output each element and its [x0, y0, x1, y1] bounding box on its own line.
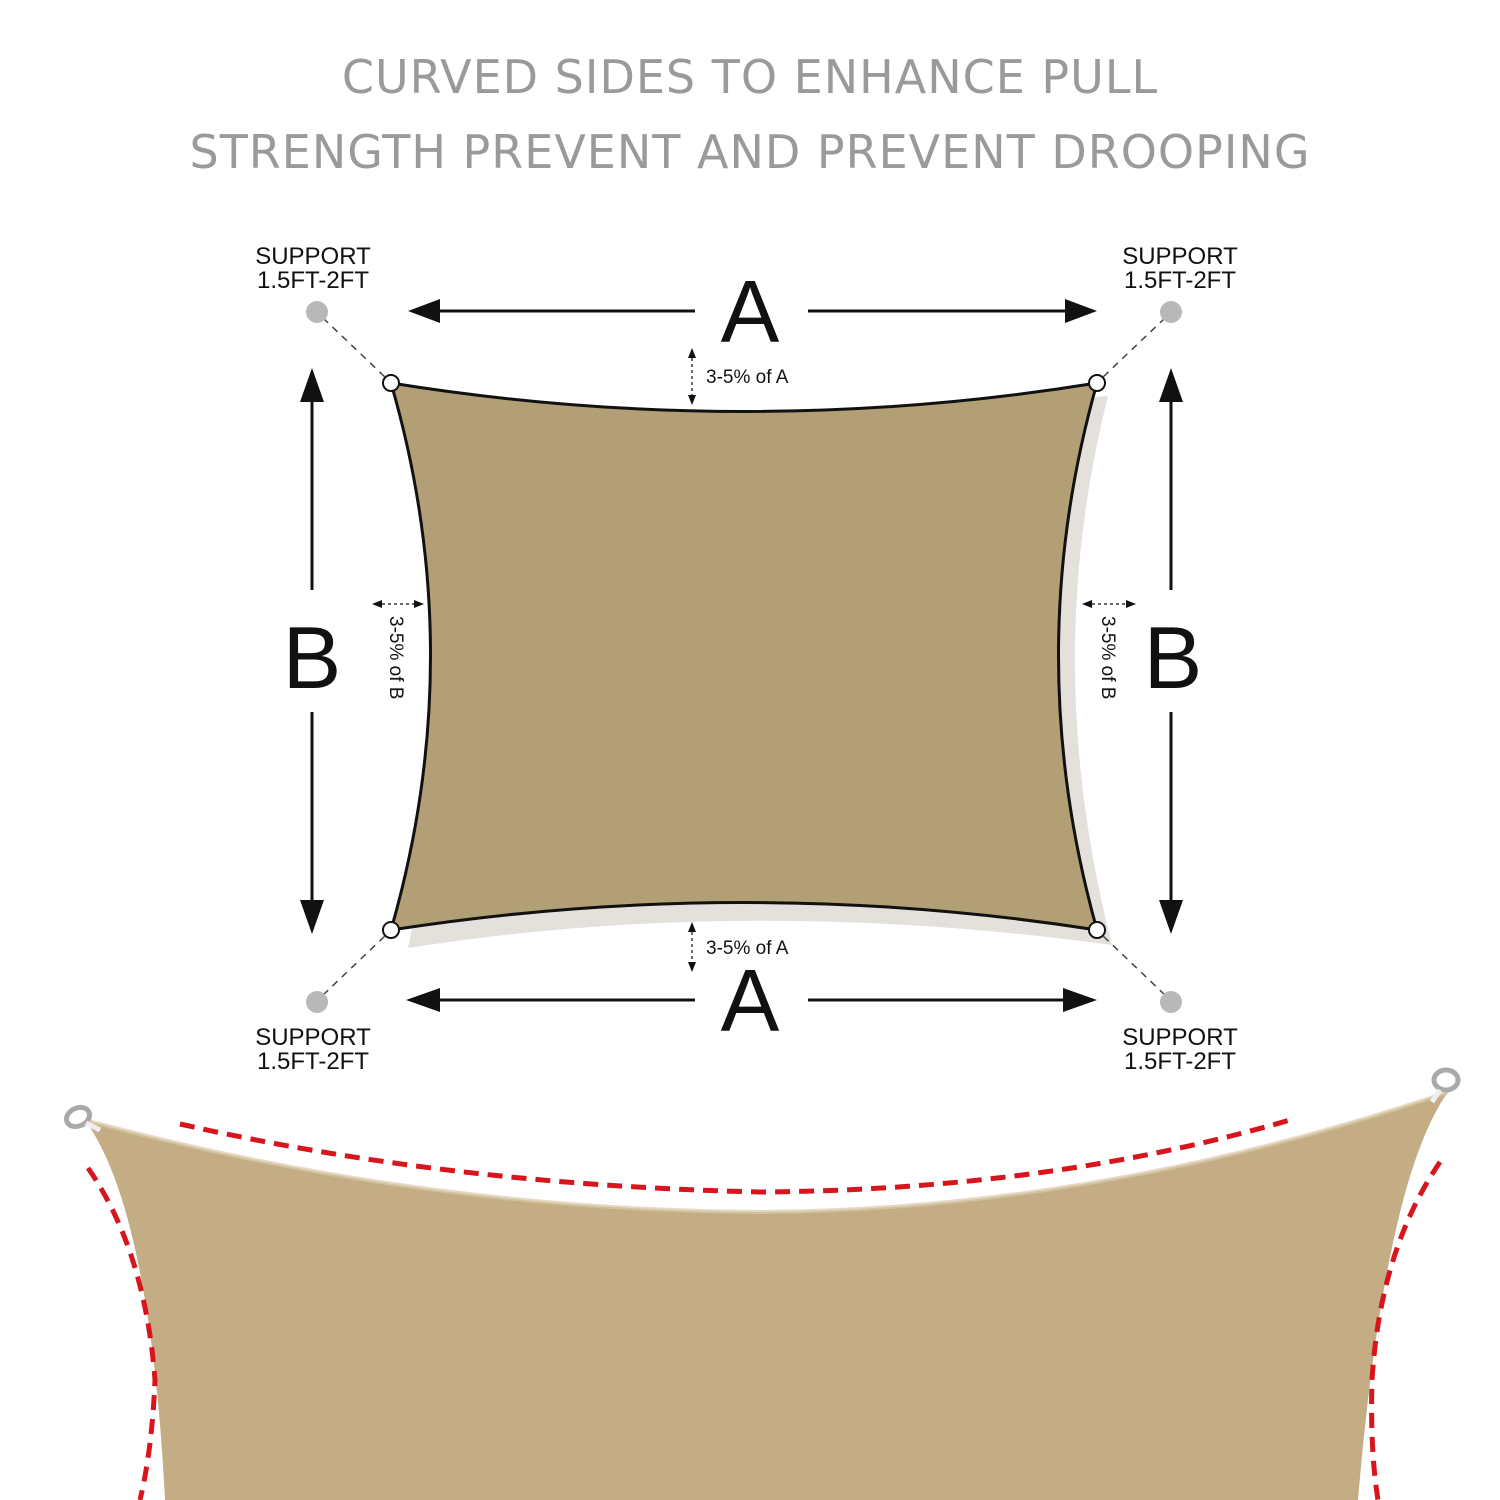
corner-ring-icon: [1088, 921, 1106, 939]
support-line-bottom-right: [1101, 934, 1166, 996]
arrow-icon: [406, 988, 440, 1012]
support-line-bottom-left: [322, 934, 387, 996]
sail-photo: [63, 1067, 1461, 1500]
sag-note-a-bottom: 3-5% of A: [706, 938, 789, 959]
support-dots: [306, 301, 1182, 1013]
support-label-top-right: SUPPORT: [1122, 243, 1238, 270]
support-lines: [322, 317, 1166, 996]
dimension-b-label-right: B: [1144, 608, 1203, 707]
support-point-icon: [306, 301, 328, 323]
arrow-icon: [1159, 368, 1183, 402]
support-line-top-left: [322, 317, 387, 379]
support-label-top-left: SUPPORT: [255, 243, 371, 270]
corner-ring-icon: [1429, 1067, 1461, 1104]
arrow-icon: [300, 900, 324, 934]
sag-note-b-left: 3-5% of B: [385, 616, 406, 699]
support-height-top-left: 1.5FT-2FT: [257, 267, 369, 294]
support-label-bottom-right: SUPPORT: [1122, 1024, 1238, 1051]
dimension-a-label-bottom: A: [721, 951, 780, 1050]
sag-note-b-right: 3-5% of B: [1097, 616, 1118, 699]
support-point-icon: [1160, 991, 1182, 1013]
arrow-icon: [1063, 988, 1097, 1012]
dimension-b-label-left: B: [283, 608, 342, 707]
dimension-a-label-top: A: [721, 262, 780, 361]
corner-ring-icon: [1088, 374, 1106, 392]
curve-marker-top: [179, 1117, 1291, 1195]
sail-corner-rings: [382, 374, 1106, 939]
curve-markers: [85, 1117, 1443, 1500]
support-point-icon: [306, 991, 328, 1013]
support-label-bottom-left: SUPPORT: [255, 1024, 371, 1051]
corner-ring-icon: [63, 1104, 102, 1133]
heading-line-1: CURVED SIDES TO ENHANCE PULL: [341, 50, 1159, 104]
photo-fabric: [85, 1092, 1448, 1500]
arrow-icon: [408, 299, 440, 323]
corner-ring-icon: [382, 921, 400, 939]
support-line-top-right: [1101, 317, 1166, 379]
curve-marker-right: [1369, 1160, 1443, 1500]
support-labels: SUPPORT 1.5FT-2FT SUPPORT 1.5FT-2FT SUPP…: [255, 243, 1238, 1075]
support-point-icon: [1160, 301, 1182, 323]
sag-note-a-top: 3-5% of A: [706, 367, 789, 388]
support-height-top-right: 1.5FT-2FT: [1124, 267, 1236, 294]
sail-shape: [388, 381, 1100, 932]
arrow-icon: [300, 368, 324, 402]
arrow-icon: [1159, 900, 1183, 934]
support-height-bottom-left: 1.5FT-2FT: [257, 1048, 369, 1075]
corner-ring-icon: [382, 374, 400, 392]
support-height-bottom-right: 1.5FT-2FT: [1124, 1048, 1236, 1075]
curve-marker-left: [85, 1166, 158, 1500]
heading-line-2: STRENGTH PREVENT AND PREVENT DROOPING: [189, 125, 1311, 179]
arrow-icon: [1065, 299, 1097, 323]
